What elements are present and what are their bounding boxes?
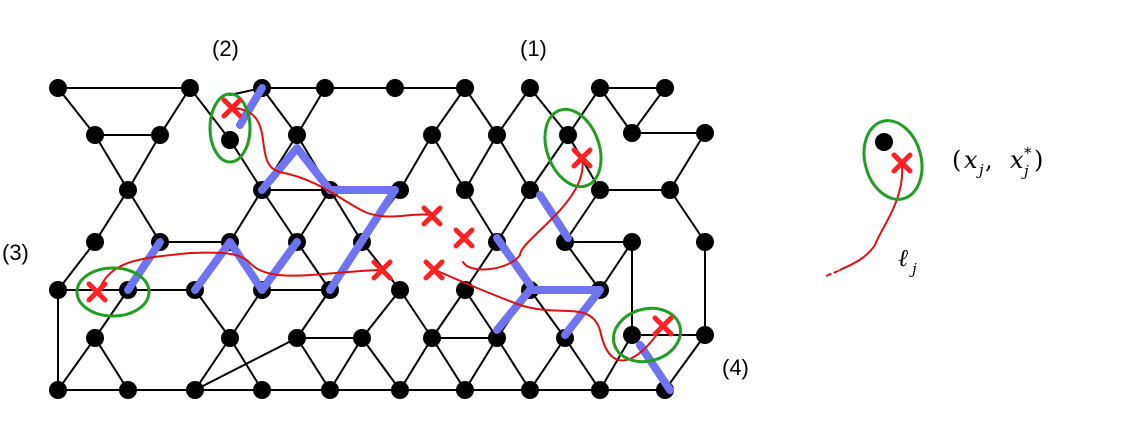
svg-text:j: j [909, 260, 917, 278]
string-1 [462, 157, 584, 271]
region-label-1: (1) [520, 36, 547, 61]
svg-text:j: j [1021, 162, 1029, 180]
string-3 [97, 251, 381, 293]
svg-text:j: j [976, 161, 984, 179]
svg-text:,: , [985, 146, 993, 174]
string-2 [231, 107, 433, 218]
svg-text:): ) [1034, 146, 1043, 174]
red-defects [86, 97, 913, 337]
blue-path-3 [124, 238, 164, 294]
svg-text:x: x [1010, 146, 1024, 174]
pairing-ellipses [75, 92, 924, 364]
svg-text:*: * [1024, 144, 1032, 162]
legend-string-label: ℓ j [898, 244, 917, 278]
blue-path-2 [191, 84, 399, 294]
svg-text:ℓ: ℓ [898, 244, 908, 272]
region-label-2: (2) [212, 36, 239, 61]
legend-string [839, 164, 904, 271]
lattice-vertices [49, 79, 714, 399]
svg-text:x: x [964, 146, 978, 174]
svg-text:(: ( [952, 146, 961, 174]
region-label-4: (4) [722, 355, 749, 380]
legend-pair-label: ( x j , x * j ) [952, 144, 1043, 180]
legend-string-dash [825, 270, 839, 277]
region-label-3: (3) [2, 240, 29, 265]
legend-vertex [875, 133, 893, 151]
